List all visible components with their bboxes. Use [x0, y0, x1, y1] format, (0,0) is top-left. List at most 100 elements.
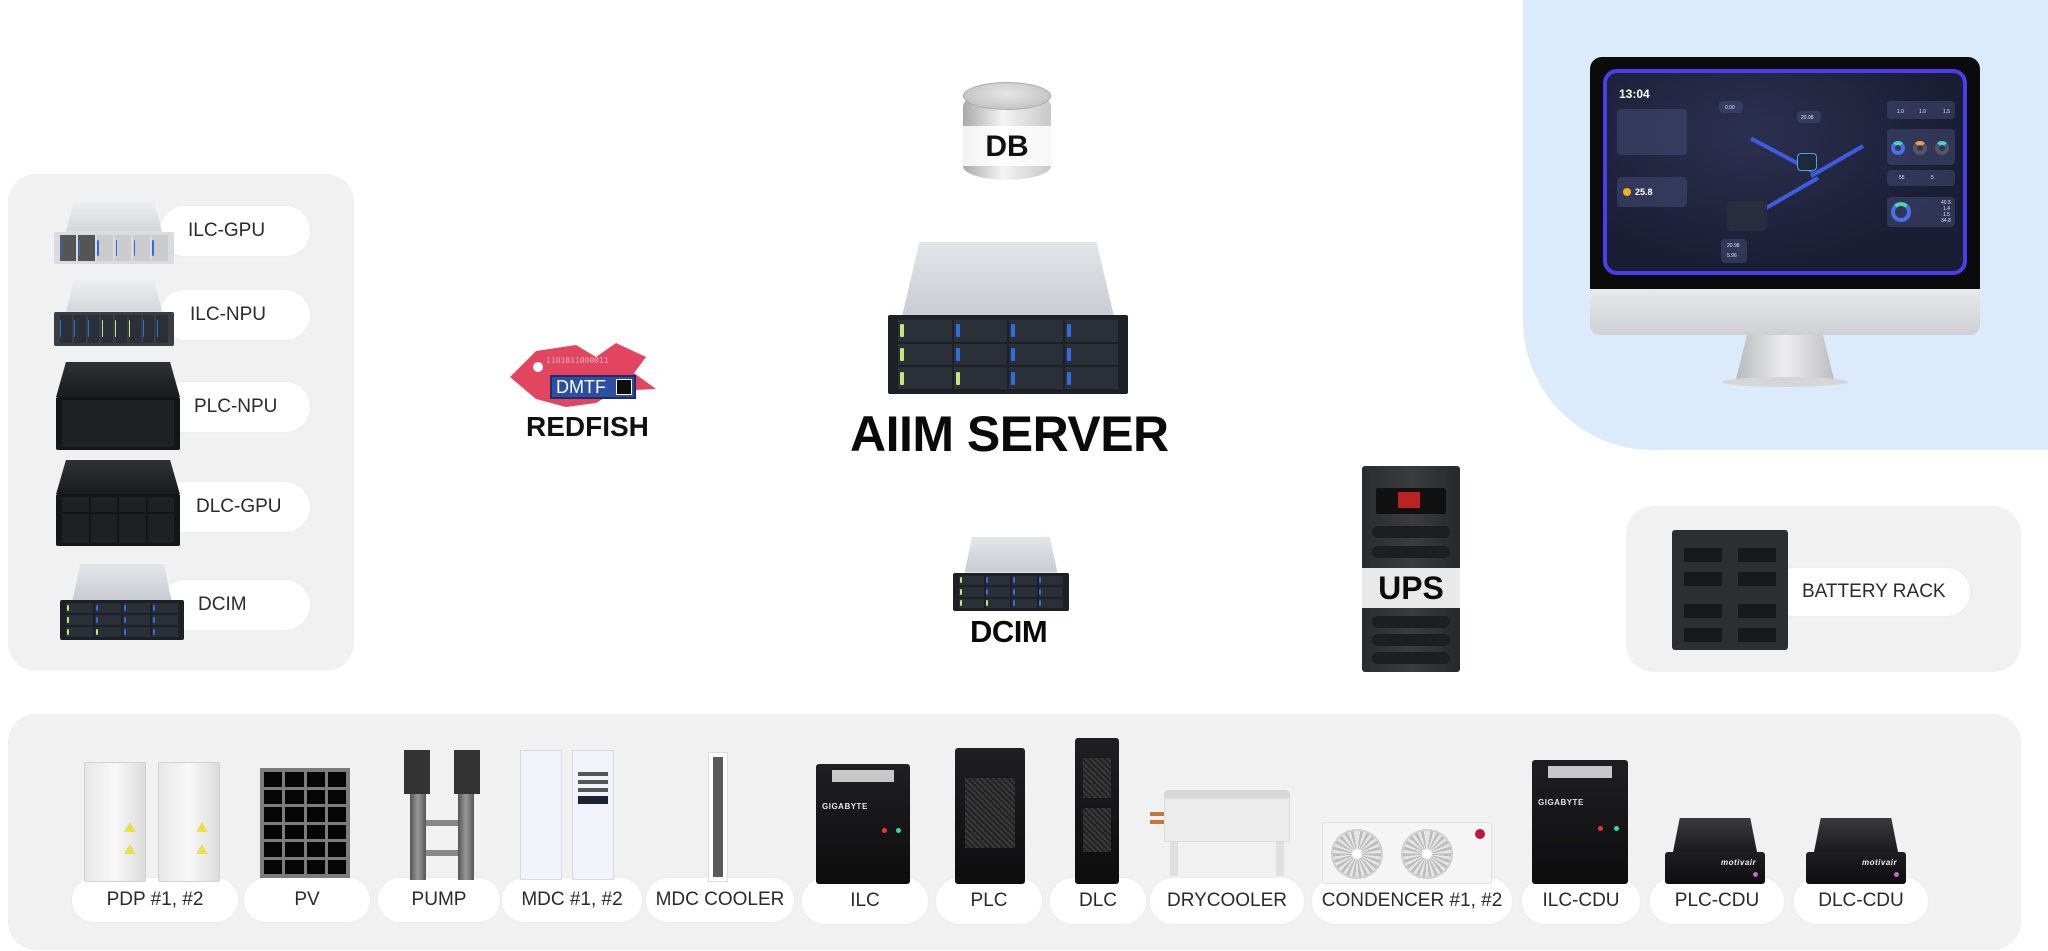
gauge-icon [1891, 141, 1905, 155]
device-item-mdc-cooler[interactable]: MDC COOLER [646, 878, 794, 922]
modular-datacenter-icon [520, 740, 624, 880]
fan-icon [1331, 829, 1383, 879]
device-label: ILC-GPU [188, 220, 266, 241]
monitor-chin [1590, 289, 1980, 335]
dashboard-value: 40.5 [1941, 200, 1951, 206]
server-chassis-icon [56, 460, 180, 546]
dashboard-value: 0.00 [1725, 105, 1735, 111]
svg-text:1101011000011: 1101011000011 [546, 356, 609, 365]
server-rack-icon [54, 202, 174, 264]
dashboard-value: 1.0 [1897, 109, 1904, 115]
device-item-pdp[interactable]: PDP #1, #2 [72, 878, 238, 922]
monitor-stand [1735, 335, 1835, 383]
dashboard-value: 1.0 [1919, 109, 1926, 115]
device-item-dlc-gpu[interactable]: DLC-GPU [160, 482, 310, 532]
ups-vent [1372, 634, 1450, 646]
gigabyte-logo: GIGABYTE [822, 802, 868, 811]
device-label: MDC #1, #2 [521, 889, 623, 910]
monitor-dashboard[interactable]: 13:04 25.8 0.00 20.98 20.98 5.96 1.0 1.0… [1590, 57, 1980, 397]
database-band [963, 126, 1051, 166]
device-item-dlc-cdu[interactable]: DLC-CDU [1794, 878, 1928, 924]
redfish-label: REDFISH [526, 411, 649, 442]
device-label: MDC COOLER [655, 889, 785, 910]
dashboard-value: 1.5 [1943, 109, 1950, 115]
sun-icon [1623, 188, 1631, 196]
dashboard-value: 5 [1931, 175, 1934, 181]
device-item-pump[interactable]: PUMP [378, 878, 500, 922]
flow-line [1765, 176, 1819, 210]
ups-vent [1372, 652, 1450, 664]
device-label: ILC-NPU [190, 304, 267, 325]
ups-display-icon [1376, 488, 1446, 514]
device-label: PLC [970, 890, 1008, 911]
precision-cooling-rack-icon [955, 748, 1025, 884]
device-item-drycooler[interactable]: DRYCOOLER [1150, 878, 1304, 924]
pump-icon [400, 750, 484, 880]
device-label: ILC [850, 890, 880, 911]
server-rack-icon [60, 564, 184, 640]
device-item-ilc-gpu[interactable]: ILC-GPU [160, 206, 310, 256]
device-item-ilc-npu[interactable]: ILC-NPU [160, 290, 310, 340]
device-item-battery-rack[interactable]: BATTERY RACK [1770, 568, 1970, 616]
device-label: CONDENCER #1, #2 [1321, 890, 1503, 911]
energy-card: 40.5 1.4 1.5 34.8 [1887, 197, 1955, 227]
alarm-card [1617, 109, 1687, 155]
device-item-ilc-cdu[interactable]: ILC-CDU [1522, 878, 1640, 924]
cdu-icon: motivair [1665, 818, 1765, 884]
server-rack-icon [888, 242, 1128, 394]
device-item-mdc[interactable]: MDC #1, #2 [502, 878, 642, 922]
database-label: DB [985, 130, 1029, 163]
device-item-plc-npu[interactable]: PLC-NPU [160, 382, 310, 432]
device-label: ILC-CDU [1542, 890, 1620, 911]
device-label: DLC-CDU [1818, 890, 1904, 911]
database-node[interactable]: DB [963, 82, 1051, 180]
energy-donut-icon [1891, 202, 1911, 222]
aiim-server-label: AIIM SERVER [850, 406, 1169, 462]
solar-panel-icon [260, 768, 350, 878]
battery-rack-icon [1672, 530, 1788, 650]
gauge-icon [1935, 141, 1949, 155]
status-card: 55 5 [1887, 170, 1955, 186]
device-label: PV [294, 889, 320, 910]
cdu-icon: GIGABYTE [1532, 760, 1628, 884]
ups-node[interactable]: UPS [1362, 466, 1460, 672]
device-item-plc[interactable]: PLC [936, 878, 1042, 924]
immersion-cooling-tank-icon: GIGABYTE [816, 764, 910, 884]
gigabyte-logo: GIGABYTE [1538, 798, 1584, 807]
value-card: 20.98 [1797, 111, 1821, 123]
device-item-dcim[interactable]: DCIM [160, 580, 310, 630]
weather-card: 25.8 [1617, 177, 1687, 207]
device-item-ilc[interactable]: ILC [802, 878, 928, 924]
capacity-card [1887, 129, 1955, 165]
motivair-logo: motivair [1862, 858, 1898, 867]
ai-node-icon [1797, 153, 1817, 171]
device-item-dlc[interactable]: DLC [1050, 878, 1146, 924]
lg-logo-icon [1475, 829, 1485, 839]
dmtf-mark-icon [616, 379, 632, 395]
device-label: DRYCOOLER [1166, 890, 1287, 911]
flow-line [1810, 144, 1864, 178]
device-item-plc-cdu[interactable]: PLC-CDU [1650, 878, 1784, 924]
device-label: PLC-NPU [194, 396, 278, 417]
dashboard-value: 1.5 [1943, 212, 1950, 218]
battery-label: BATTERY RACK [1802, 581, 1946, 602]
dashboard-value: 20.98 [1727, 243, 1740, 249]
pue-card: 1.0 1.0 1.5 [1887, 101, 1955, 119]
device-item-condencer[interactable]: CONDENCER #1, #2 [1312, 878, 1512, 924]
device-item-pv[interactable]: PV [244, 878, 370, 922]
motivair-logo: motivair [1721, 858, 1757, 867]
monitor-foot [1722, 377, 1848, 387]
dashboard-value: 20.98 [1801, 115, 1814, 121]
server-chassis-icon [56, 362, 180, 450]
dashboard-screen: 13:04 25.8 0.00 20.98 20.98 5.96 1.0 1.0… [1603, 69, 1967, 275]
server-rack-icon [953, 537, 1069, 611]
dashboard-value: 34.8 [1941, 218, 1951, 224]
ups-vent [1372, 526, 1450, 538]
dmtf-badge: DMTF [550, 375, 636, 399]
redfish-logo: 1101011000011 0101000011101 DMTF REDFISH [506, 337, 666, 447]
ups-vent [1372, 616, 1450, 628]
server-rack-icon [54, 280, 174, 346]
dashboard-time: 13:04 [1619, 87, 1650, 101]
dmtf-badge-text: DMTF [556, 376, 606, 397]
device-label: DCIM [198, 594, 247, 615]
